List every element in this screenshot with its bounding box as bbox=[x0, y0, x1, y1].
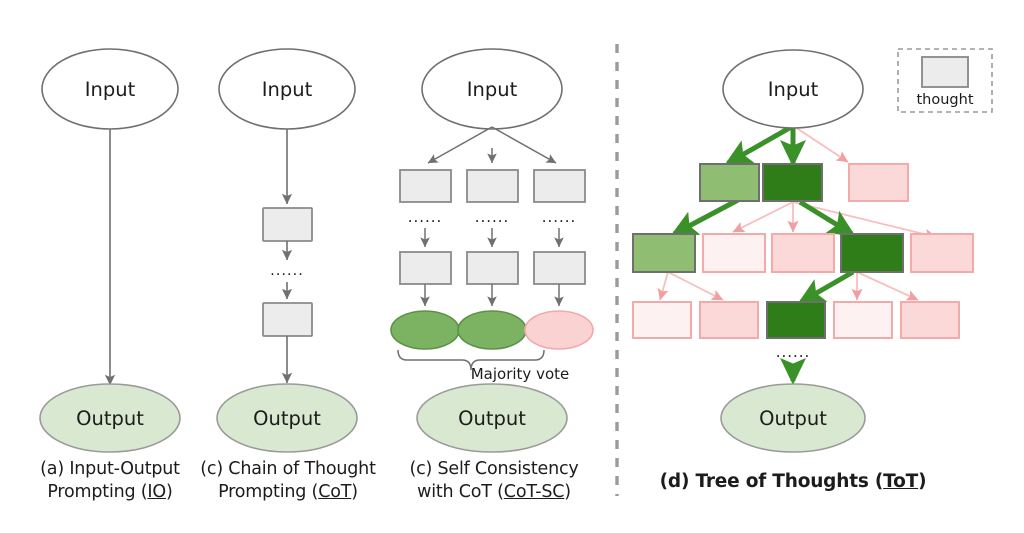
legend-frame bbox=[897, 48, 993, 113]
legend: thought bbox=[897, 48, 993, 113]
caption-io-line2-post: ) bbox=[165, 482, 173, 502]
caption-sc-line2-pre: with CoT ( bbox=[417, 482, 504, 502]
cot-thought-2[interactable] bbox=[262, 302, 313, 337]
legend-thought-swatch bbox=[921, 56, 969, 88]
tot-node-r2c1[interactable] bbox=[632, 233, 696, 273]
tot-node-r2c2[interactable] bbox=[702, 233, 766, 273]
tot-edge-root-r1c1 bbox=[724, 123, 795, 166]
panel-cot: Input ...... Output bbox=[216, 48, 358, 453]
caption-tot-abbr: ToT bbox=[883, 471, 919, 492]
tot-ellipsis: ...... bbox=[776, 343, 811, 361]
tot-node-r3c2[interactable] bbox=[699, 301, 759, 339]
tot-edge-r1c2-r2c2 bbox=[732, 201, 794, 233]
panel-cot-sc: Input ...... ...... ...... Majority vote bbox=[390, 48, 594, 453]
tot-edge-r1c1-r2c1 bbox=[670, 197, 740, 237]
tot-edge-r2c4-r3c3 bbox=[797, 269, 855, 305]
sc-thought-r2-c2[interactable] bbox=[466, 251, 519, 285]
cot-thought-1[interactable] bbox=[262, 207, 313, 242]
sc-answer-2[interactable] bbox=[457, 310, 527, 350]
tot-output-label: Output bbox=[759, 407, 827, 430]
caption-cot-line2-post: ) bbox=[351, 482, 358, 502]
tot-output-node[interactable] bbox=[720, 383, 866, 453]
io-input-label: Input bbox=[85, 78, 136, 101]
sc-fan-arrow-right bbox=[491, 126, 557, 164]
sc-thought-r1-c2[interactable] bbox=[466, 169, 519, 203]
caption-cot-abbr: CoT bbox=[318, 482, 352, 502]
tot-node-r3c5[interactable] bbox=[900, 301, 960, 339]
sc-ellipsis-c3: ...... bbox=[542, 208, 577, 226]
sc-ellipsis-c1: ...... bbox=[408, 208, 443, 226]
majority-vote-label: Majority vote bbox=[471, 365, 570, 383]
tot-edge-root-r1c3 bbox=[794, 126, 849, 163]
tot-edge-r2c1-r3c1 bbox=[657, 271, 669, 301]
caption-tot-pre: (d) Tree of Thoughts ( bbox=[659, 471, 884, 492]
cot-output-node[interactable] bbox=[216, 383, 358, 453]
sc-fan-arrow-left bbox=[427, 126, 493, 164]
caption-cot-line1: (c) Chain of Thought bbox=[200, 459, 376, 479]
tot-node-r2c3[interactable] bbox=[771, 233, 835, 273]
tot-input-label: Input bbox=[768, 78, 819, 101]
caption-tot-post: ) bbox=[918, 471, 927, 492]
panel-tot: Input ...... Output bbox=[632, 49, 974, 453]
sc-thought-r1-c3[interactable] bbox=[533, 169, 586, 203]
majority-vote-brace bbox=[397, 349, 545, 371]
caption-sc-abbr: CoT-SC bbox=[503, 482, 565, 502]
caption-sc-line1: (c) Self Consistency bbox=[409, 459, 579, 479]
sc-answer-1[interactable] bbox=[390, 310, 460, 350]
panel-io: Input Output bbox=[39, 48, 181, 453]
io-output-node[interactable] bbox=[39, 383, 181, 453]
tot-edge-r2c1-r3c2 bbox=[667, 271, 724, 301]
caption-cot: (c) Chain of Thought Prompting (CoT) bbox=[190, 458, 386, 504]
caption-tot: (d) Tree of Thoughts (ToT) bbox=[653, 470, 933, 493]
caption-io: (a) Input-Output Prompting (IO) bbox=[12, 458, 208, 504]
caption-io-abbr: IO bbox=[147, 482, 166, 502]
cot-ellipsis: ...... bbox=[270, 263, 304, 279]
sc-thought-r2-c3[interactable] bbox=[533, 251, 586, 285]
sc-output-node[interactable] bbox=[416, 383, 568, 453]
sc-input-label: Input bbox=[467, 78, 518, 101]
tot-node-r1c1[interactable] bbox=[699, 163, 760, 202]
tot-node-r1c3[interactable] bbox=[848, 163, 909, 202]
sc-thought-r2-c1[interactable] bbox=[399, 251, 452, 285]
tot-node-r3c1[interactable] bbox=[632, 301, 692, 339]
caption-io-line2-pre: Prompting ( bbox=[47, 482, 148, 502]
tot-node-r2c4[interactable] bbox=[840, 233, 904, 273]
caption-cot-line2-pre: Prompting ( bbox=[218, 482, 319, 502]
caption-cot-sc: (c) Self Consistency with CoT (CoT-SC) bbox=[394, 458, 594, 504]
sc-output-label: Output bbox=[458, 407, 526, 430]
cot-input-label: Input bbox=[262, 78, 313, 101]
tot-edge-r1c2-r2c5 bbox=[792, 201, 937, 240]
tot-edge-r2c4-r3c5 bbox=[856, 271, 919, 301]
tot-node-r1c2[interactable] bbox=[762, 163, 823, 202]
tot-input-node[interactable] bbox=[722, 49, 864, 129]
io-output-label: Output bbox=[76, 407, 144, 430]
tot-node-r2c5[interactable] bbox=[910, 233, 974, 273]
cot-output-label: Output bbox=[253, 407, 321, 430]
sc-ellipsis-c2: ...... bbox=[475, 208, 510, 226]
caption-sc-line2-post: ) bbox=[564, 482, 571, 502]
sc-answer-3[interactable] bbox=[524, 310, 594, 350]
legend-thought-label: thought bbox=[916, 92, 973, 108]
sc-thought-r1-c1[interactable] bbox=[399, 169, 452, 203]
tot-node-r3c4[interactable] bbox=[833, 301, 893, 339]
tot-edge-r1c2-r2c4 bbox=[798, 199, 856, 237]
caption-io-line1: (a) Input-Output bbox=[40, 459, 180, 479]
sc-input-node[interactable] bbox=[421, 48, 563, 130]
tot-node-r3c3[interactable] bbox=[766, 301, 826, 339]
